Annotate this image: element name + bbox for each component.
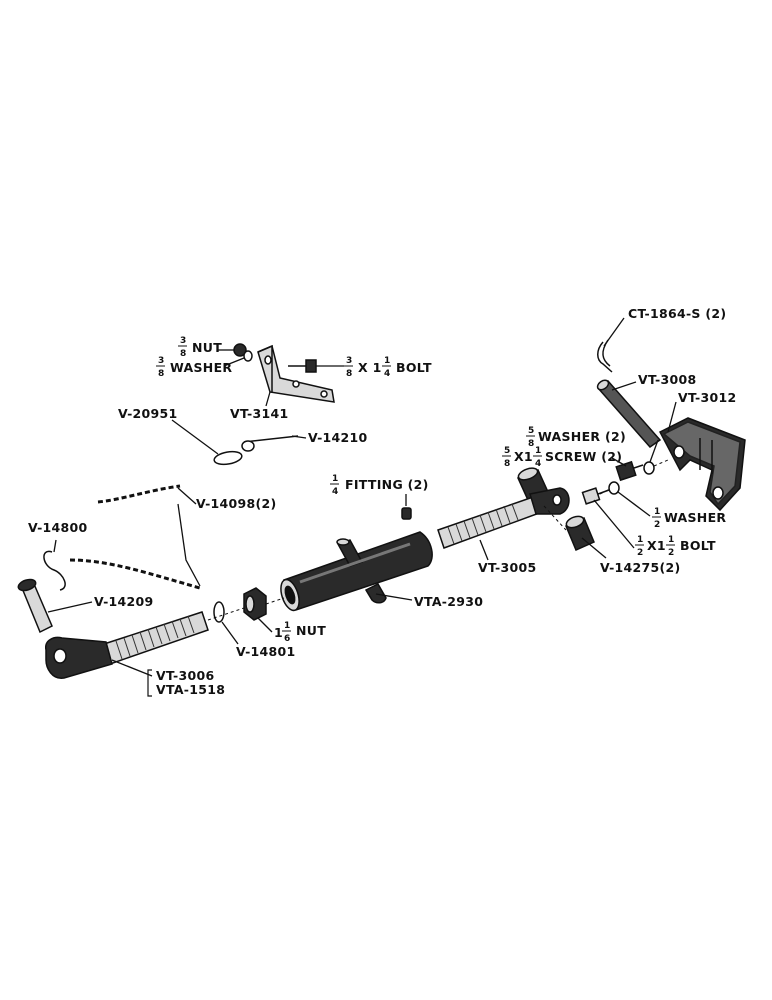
rod-end-vt3006 [45, 611, 209, 679]
assembly-lines [207, 459, 669, 621]
label-v14098: V-14098(2) [196, 496, 277, 511]
tube-vta2930 [280, 531, 433, 612]
label-fitting-text: FITTING (2) [345, 477, 429, 492]
rod-end-vt3005 [437, 487, 570, 549]
label-bolt12-b-num: 1 [668, 535, 674, 545]
label-v14209: V-14209 [94, 594, 154, 609]
label-nut116-text: NUT [296, 623, 326, 638]
label-vta2930: VTA-2930 [414, 594, 483, 609]
ring-v20951 [213, 450, 243, 466]
label-washer38-text: WASHER [170, 360, 232, 375]
s-hook-v14800 [43, 550, 66, 591]
label-ct1864s: CT-1864-S (2) [628, 306, 726, 321]
nut-1-1-16 [243, 587, 267, 621]
label-bolt38-den: 8 [346, 369, 352, 379]
label-vta1518: VTA-1518 [156, 682, 225, 697]
label-vt3006: VT-3006 [156, 668, 214, 683]
label-screw-a-num: 5 [504, 446, 510, 456]
label-washer58-num: 5 [528, 426, 534, 436]
label-nut116-den: 6 [284, 634, 290, 644]
label-vt3012: VT-3012 [678, 390, 736, 405]
label-screw-a-den: 8 [504, 459, 510, 469]
label-screw-x: X1 [514, 449, 533, 464]
label-screw-b-num: 1 [535, 446, 541, 456]
label-bolt38-num: 3 [346, 356, 352, 366]
nut-washer-3-8 [233, 343, 253, 362]
label-bolt12-a-num: 1 [637, 535, 643, 545]
label-bolt12-a-den: 2 [637, 548, 643, 558]
label-bolt38-x: X 1 [358, 360, 382, 375]
callout-labels: CT-1864-S (2) VT-3008 VT-3012 5 8 WASHER… [28, 306, 736, 697]
chain-v14098 [69, 484, 201, 590]
clevis-bracket-vt3012 [658, 417, 746, 512]
label-nut38-den: 8 [180, 349, 186, 359]
snap-ring-v14801 [213, 601, 225, 623]
washer-5-8 [643, 461, 655, 475]
label-washer38-num: 3 [158, 356, 164, 366]
pin-vt3008 [596, 379, 662, 448]
label-nut38-num: 3 [180, 336, 186, 346]
label-screw-b-den: 4 [535, 459, 541, 469]
label-v14275: V-14275(2) [600, 560, 681, 575]
label-bolt12-text: BOLT [680, 538, 716, 553]
label-vt3141: VT-3141 [230, 406, 288, 421]
label-bolt38-text: BOLT [396, 360, 432, 375]
label-fitting-num: 1 [332, 474, 338, 484]
label-v14800: V-14800 [28, 520, 88, 535]
label-v14801: V-14801 [236, 644, 296, 659]
label-washer58-den: 8 [528, 439, 534, 449]
label-washer58-text: WASHER (2) [538, 429, 626, 444]
screw-5-8 [615, 460, 644, 482]
label-bolt38-b-num: 1 [384, 356, 390, 366]
label-washer12-text: WASHER [664, 510, 726, 525]
bolt-3-8 [288, 359, 317, 373]
label-nut38-text: NUT [192, 340, 222, 355]
pin-v14209 [17, 578, 53, 634]
label-washer12-num: 1 [654, 507, 660, 517]
label-washer38-den: 8 [158, 369, 164, 379]
grease-fitting [401, 507, 412, 520]
label-bolt38-b-den: 4 [384, 369, 390, 379]
label-washer12-den: 2 [654, 520, 660, 530]
leader-lines [47, 317, 677, 677]
label-bolt12-b-den: 2 [668, 548, 674, 558]
label-v20951: V-20951 [118, 406, 178, 421]
label-bolt12-x: X1 [647, 538, 666, 553]
label-fitting-den: 4 [332, 487, 338, 497]
bracket-vt3141 [257, 344, 335, 403]
washer-1-2 [608, 481, 620, 495]
clip-v14210 [241, 435, 299, 452]
label-vt3008: VT-3008 [638, 372, 696, 387]
label-v14210: V-14210 [308, 430, 368, 445]
label-nut116-num: 1 [284, 621, 290, 631]
label-vt3005: VT-3005 [478, 560, 536, 575]
label-screw-text: SCREW (2) [545, 449, 622, 464]
label-nut116-whole: 1 [274, 625, 283, 640]
